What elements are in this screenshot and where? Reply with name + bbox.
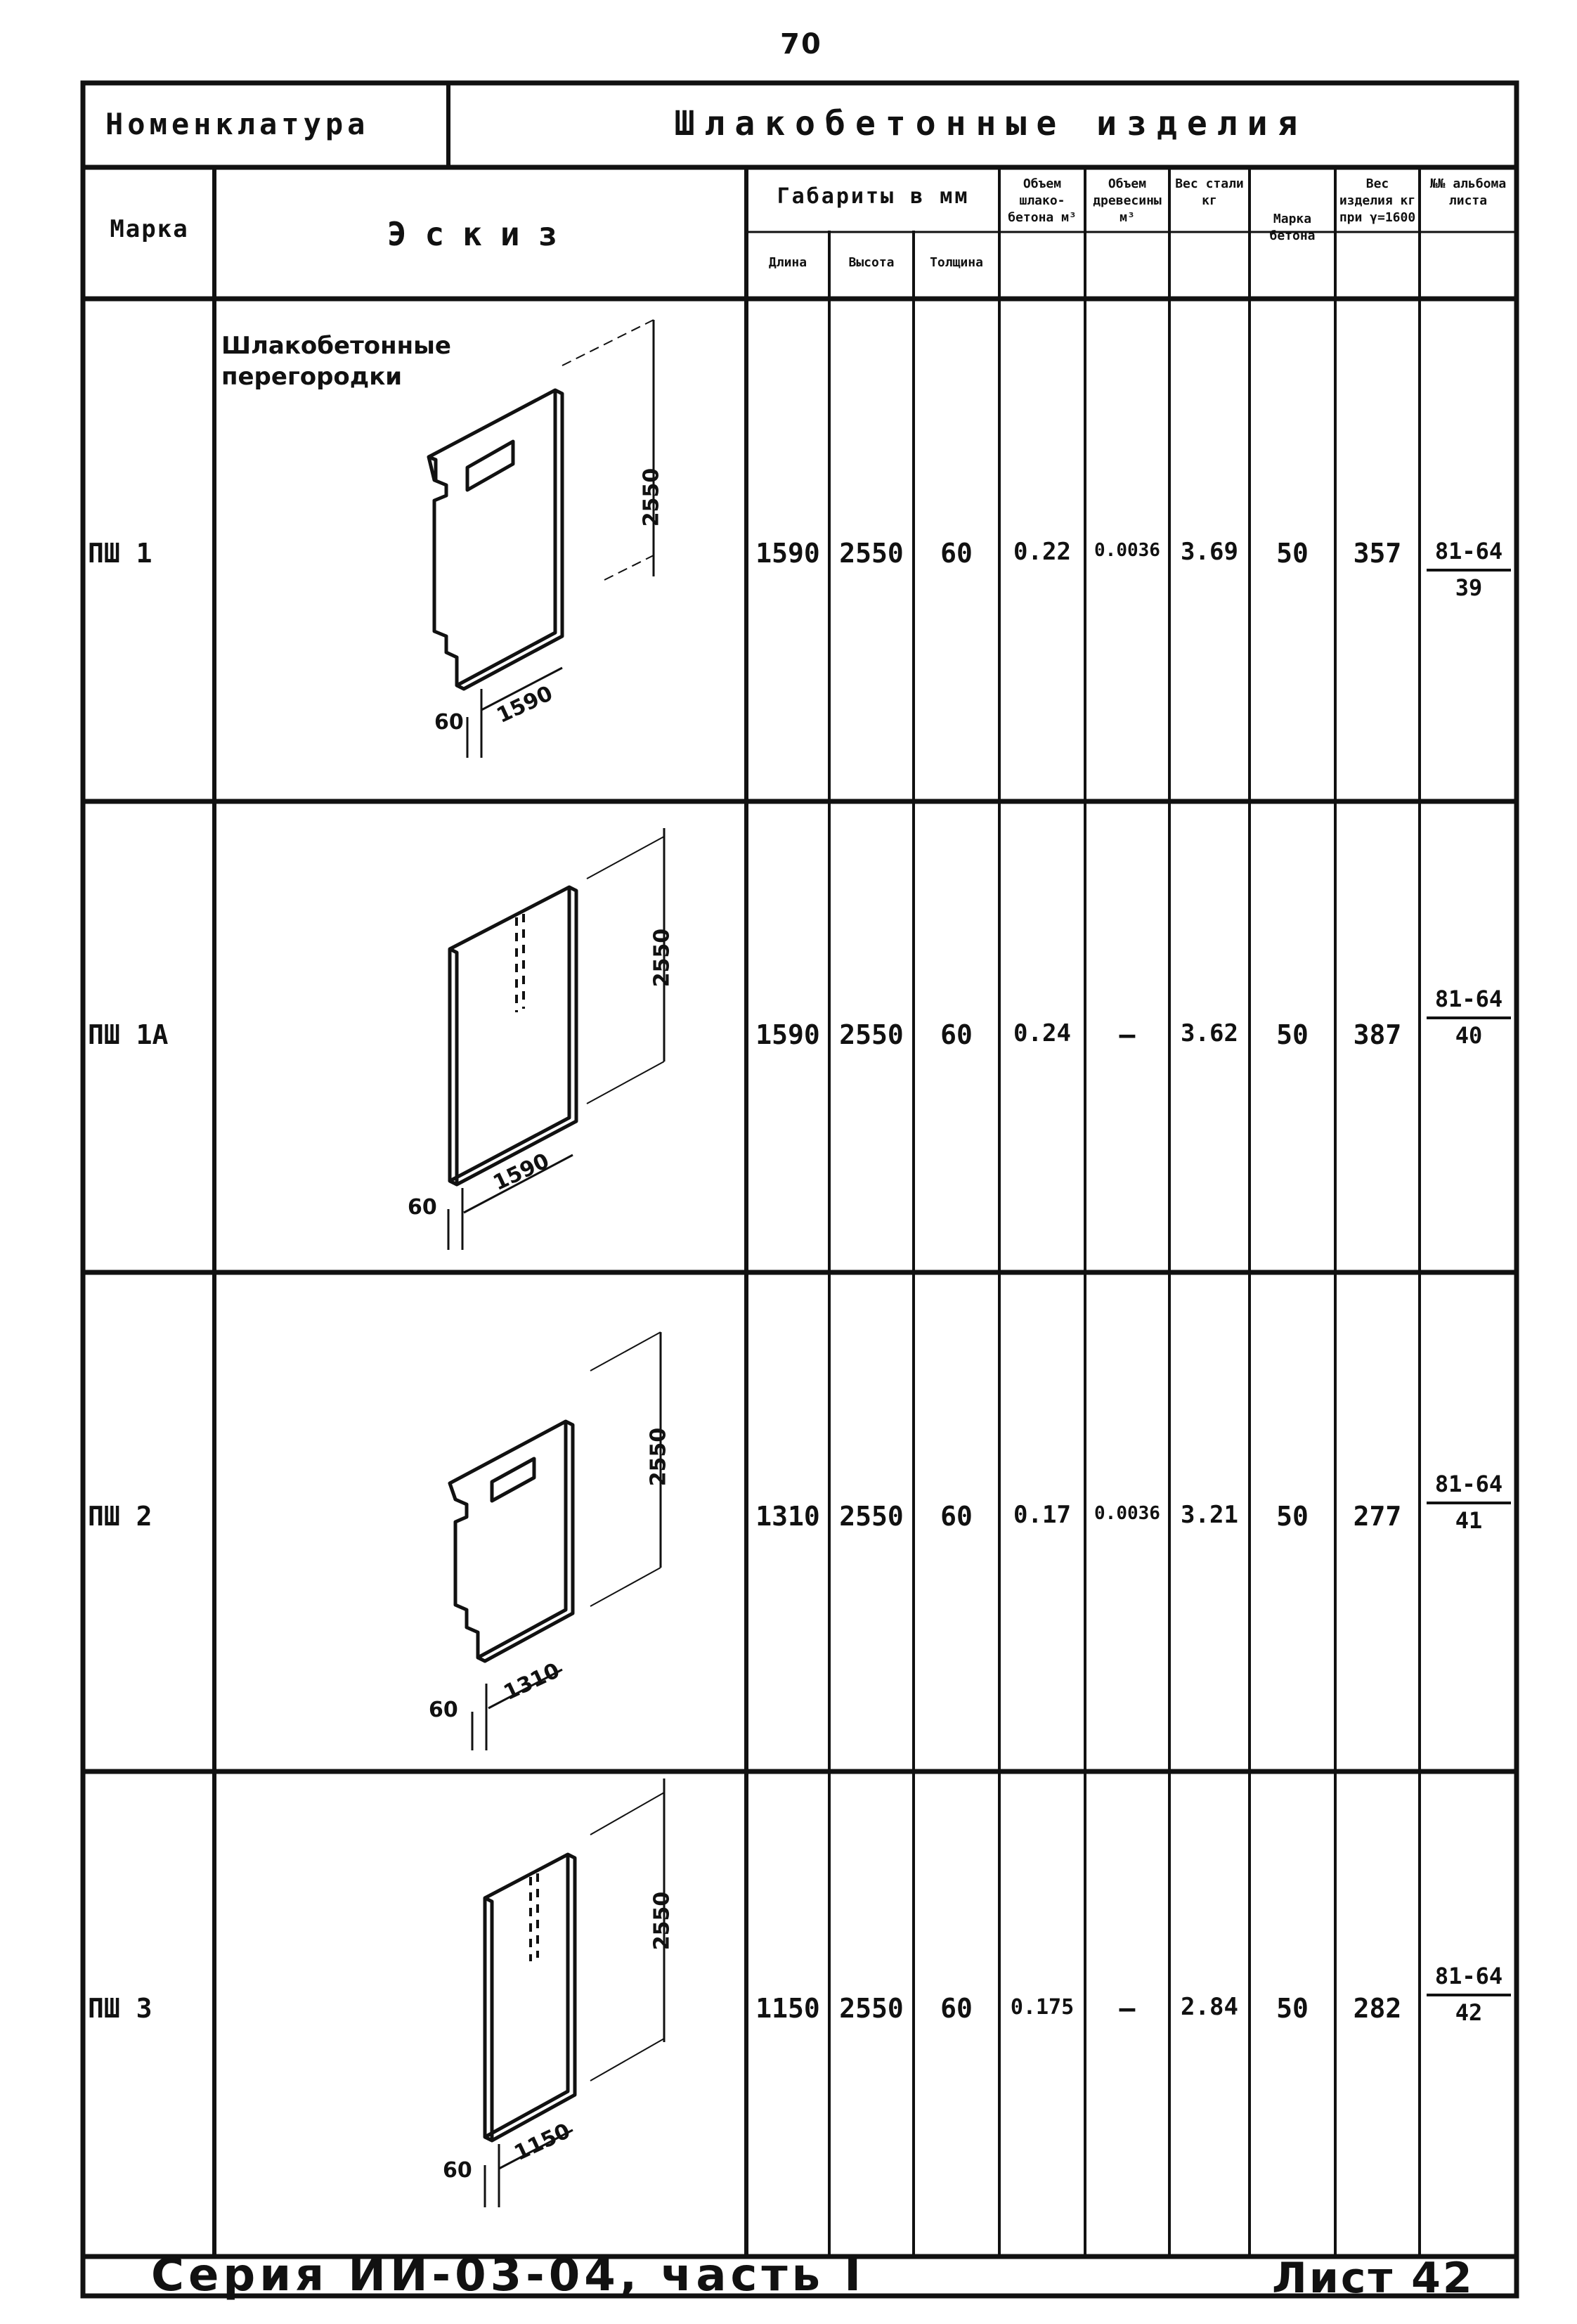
col-header-steel: Вес стали кг: [1175, 176, 1244, 208]
document-title: Шлакобетонные изделия: [674, 104, 1308, 143]
sketch-dim-thick-3: 60: [429, 1698, 458, 1722]
cell-album-sheet: 81-64 39: [1427, 538, 1511, 601]
cell-vol-wood: —: [1119, 1019, 1136, 1050]
cell-grade: 50: [1276, 1501, 1309, 1532]
cell-thickness: 60: [940, 1019, 973, 1050]
sheet-number: 42: [1427, 1994, 1511, 2026]
col-header-thickness: Толщина: [930, 255, 983, 270]
col-header-marka: Марка: [110, 215, 189, 243]
cell-album-sheet: 81-64 40: [1427, 986, 1511, 1049]
col-header-height: Высота: [848, 255, 895, 270]
cell-steel: 3.21: [1181, 1501, 1238, 1529]
cell-weight: 282: [1353, 1993, 1402, 2024]
cell-length: 1590: [755, 1019, 820, 1050]
sketch-dim-height-1: 2550: [639, 467, 664, 527]
cell-weight: 277: [1353, 1501, 1402, 1532]
cell-vol-concrete: 0.17: [1013, 1501, 1071, 1529]
cell-vol-concrete: 0.175: [1010, 1995, 1075, 2020]
sketch-dim-thick-4: 60: [443, 2158, 472, 2183]
cell-album-sheet: 81-64 42: [1427, 1963, 1511, 2026]
sketch-psh2: [448, 1331, 662, 1750]
col-header-grade: Марка бетона: [1269, 212, 1316, 243]
row-mark: ПШ 2: [88, 1501, 152, 1532]
col-header-album: №№ альбома листа: [1429, 176, 1507, 208]
sketch-dim-length-4: 1150: [510, 2118, 574, 2167]
album-number: 81-64: [1434, 1963, 1503, 1989]
row-mark: ПШ 3: [88, 1993, 152, 2024]
cell-length: 1150: [755, 1993, 820, 2024]
col-header-sketch: Эскиз: [387, 215, 576, 253]
sketch-dim-height-3: 2550: [646, 1427, 671, 1487]
cell-grade: 50: [1276, 1019, 1309, 1050]
col-header-vol-wood: Объем древесины м³: [1093, 176, 1162, 225]
cell-vol-wood: 0.0036: [1094, 1503, 1160, 1524]
sketch-psh1a: [447, 828, 666, 1250]
series-label: Серия ИИ-03-04, часть I: [151, 2249, 866, 2302]
sketch-dim-height-4: 2550: [649, 1891, 675, 1951]
cell-album-sheet: 81-64 41: [1427, 1471, 1511, 1534]
sketch-dim-length-3: 1310: [500, 1658, 564, 1706]
album-number: 81-64: [1434, 538, 1503, 564]
cell-height: 2550: [839, 1993, 904, 2024]
cell-thickness: 60: [940, 1993, 973, 2024]
col-header-vol-concrete: Объем шлако-бетона м³: [1008, 176, 1077, 225]
outer-frame: [80, 80, 1519, 2299]
cell-grade: 50: [1276, 1993, 1309, 2024]
sketch-dim-thick-1: 60: [434, 710, 464, 735]
cell-height: 2550: [839, 538, 904, 569]
row-mark: ПШ 1А: [88, 1019, 169, 1050]
col-header-weight: Вес изделия кг при γ=1600: [1339, 176, 1416, 225]
sketch-dim-height-2: 2550: [649, 928, 675, 988]
page-number: 70: [780, 28, 822, 60]
sketch-dim-length-2: 1590: [489, 1148, 553, 1196]
sheet-number: 40: [1427, 1016, 1511, 1049]
cell-weight: 357: [1353, 538, 1402, 569]
sketch-dim-thick-2: 60: [408, 1195, 437, 1220]
row-mark: ПШ 1: [88, 538, 152, 569]
cell-length: 1590: [755, 538, 820, 569]
cell-steel: 3.69: [1181, 538, 1238, 566]
cell-vol-concrete: 0.24: [1013, 1019, 1071, 1047]
cell-thickness: 60: [940, 538, 973, 569]
cell-steel: 3.62: [1181, 1019, 1238, 1047]
cell-grade: 50: [1276, 538, 1309, 569]
cell-height: 2550: [839, 1019, 904, 1050]
cell-length: 1310: [755, 1501, 820, 1532]
cell-vol-wood: —: [1119, 1993, 1136, 2024]
cell-height: 2550: [839, 1501, 904, 1532]
cell-steel: 2.84: [1181, 1993, 1238, 2021]
sketch-caption: Шлакобетонные перегородки: [221, 332, 451, 391]
sketch-dim-length-1: 1590: [493, 680, 557, 729]
nomenclature-label: Номенклатура: [105, 107, 370, 141]
album-number: 81-64: [1434, 1471, 1503, 1497]
sheet-number: 39: [1427, 569, 1511, 601]
cell-vol-concrete: 0.22: [1013, 538, 1071, 566]
cell-weight: 387: [1353, 1019, 1402, 1050]
cell-thickness: 60: [940, 1501, 973, 1532]
sheet-label: Лист 42: [1272, 2254, 1474, 2303]
cell-vol-wood: 0.0036: [1094, 540, 1160, 561]
col-header-length: Длина: [768, 255, 807, 270]
col-header-dimensions: Габариты в мм: [777, 184, 970, 209]
sheet-number: 41: [1427, 1502, 1511, 1534]
album-number: 81-64: [1434, 986, 1503, 1012]
